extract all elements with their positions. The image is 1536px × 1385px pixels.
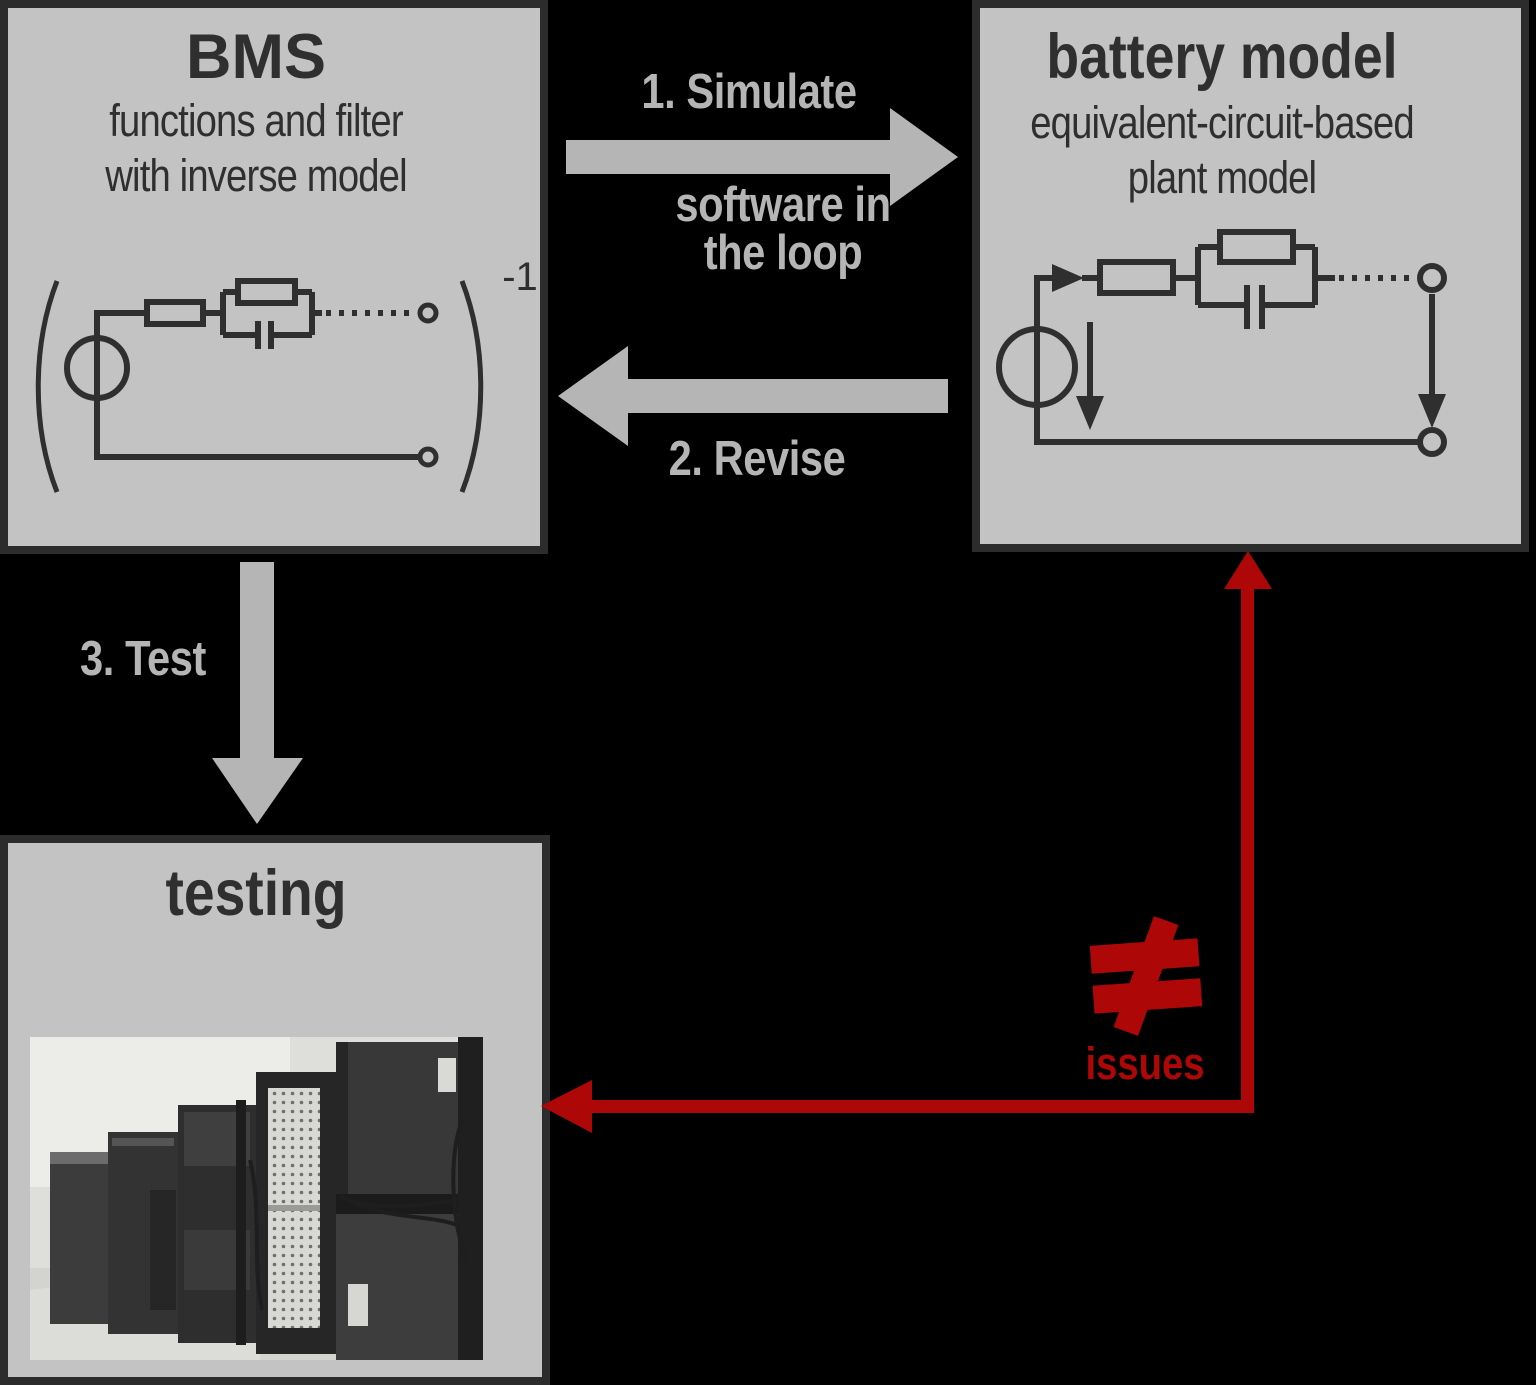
software-in-the-loop-label: software in the loop [613, 178, 953, 280]
revise-step-label: 2. Revise [668, 432, 846, 486]
battery-model-title: battery model [1046, 22, 1398, 92]
bms-subtitle-line2: with inverse model [105, 150, 407, 201]
battery-model-subtitle-line2: plant model [1127, 152, 1317, 203]
test-step-label: 3. Test [80, 632, 206, 686]
bms-box [0, 0, 548, 554]
bms-subtitle: functions and filter with inverse model [38, 93, 473, 203]
not-equal-slash [1113, 916, 1179, 1036]
software-in-the-loop-line1: software in [675, 178, 891, 232]
battery-model-subtitle: equivalent-circuit-based plant model [1010, 95, 1435, 205]
inverse-exponent: -1 [502, 255, 538, 299]
issues-label: issues [1085, 1038, 1205, 1089]
not-equal-icon [1088, 916, 1203, 1036]
testing-title: testing [165, 856, 347, 929]
simulate-step-label: 1. Simulate [641, 65, 857, 119]
test-arrow [212, 562, 303, 824]
bms-title: BMS [186, 22, 326, 92]
battery-model-subtitle-line1: equivalent-circuit-based [1030, 97, 1414, 148]
software-in-the-loop-line2: the loop [703, 226, 863, 280]
bms-subtitle-line1: functions and filter [109, 95, 403, 146]
